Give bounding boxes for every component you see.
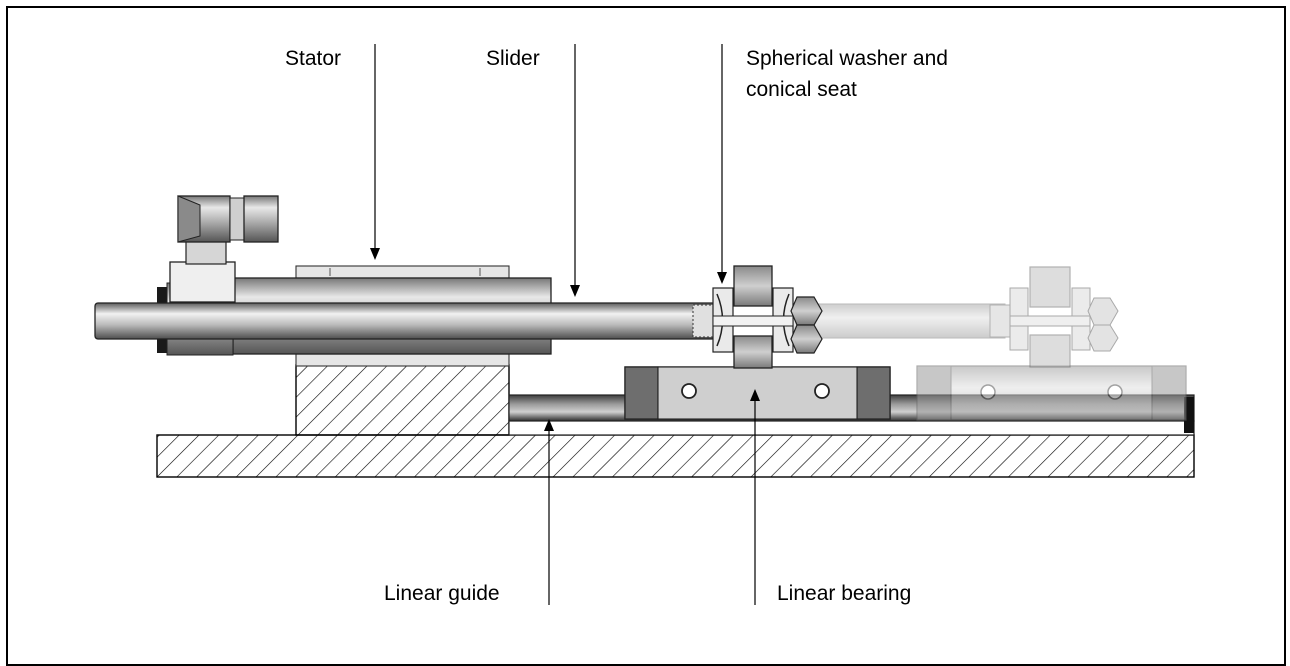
spherical-washer-assembly [712, 287, 823, 354]
stator-support-block [295, 364, 510, 436]
leader-lines [370, 44, 760, 605]
base-plate [156, 434, 1195, 478]
linear-bearing-block [624, 366, 891, 420]
actuator-diagram: Stator Slider Spherical washer and conic… [94, 44, 1195, 605]
ghost-slider-rod [779, 266, 1119, 368]
mounting-bracket [733, 265, 773, 369]
connector-fitting [169, 195, 279, 303]
label-spherical-washer-line1: Spherical washer and [746, 47, 948, 70]
label-linear-guide: Linear guide [384, 582, 500, 605]
label-linear-bearing: Linear bearing [777, 582, 911, 605]
label-spherical-washer-line2: conical seat [746, 78, 857, 101]
label-stator: Stator [285, 47, 341, 70]
label-slider: Slider [486, 47, 540, 70]
slider-rod [94, 302, 716, 340]
ghost-linear-bearing [916, 365, 1187, 421]
